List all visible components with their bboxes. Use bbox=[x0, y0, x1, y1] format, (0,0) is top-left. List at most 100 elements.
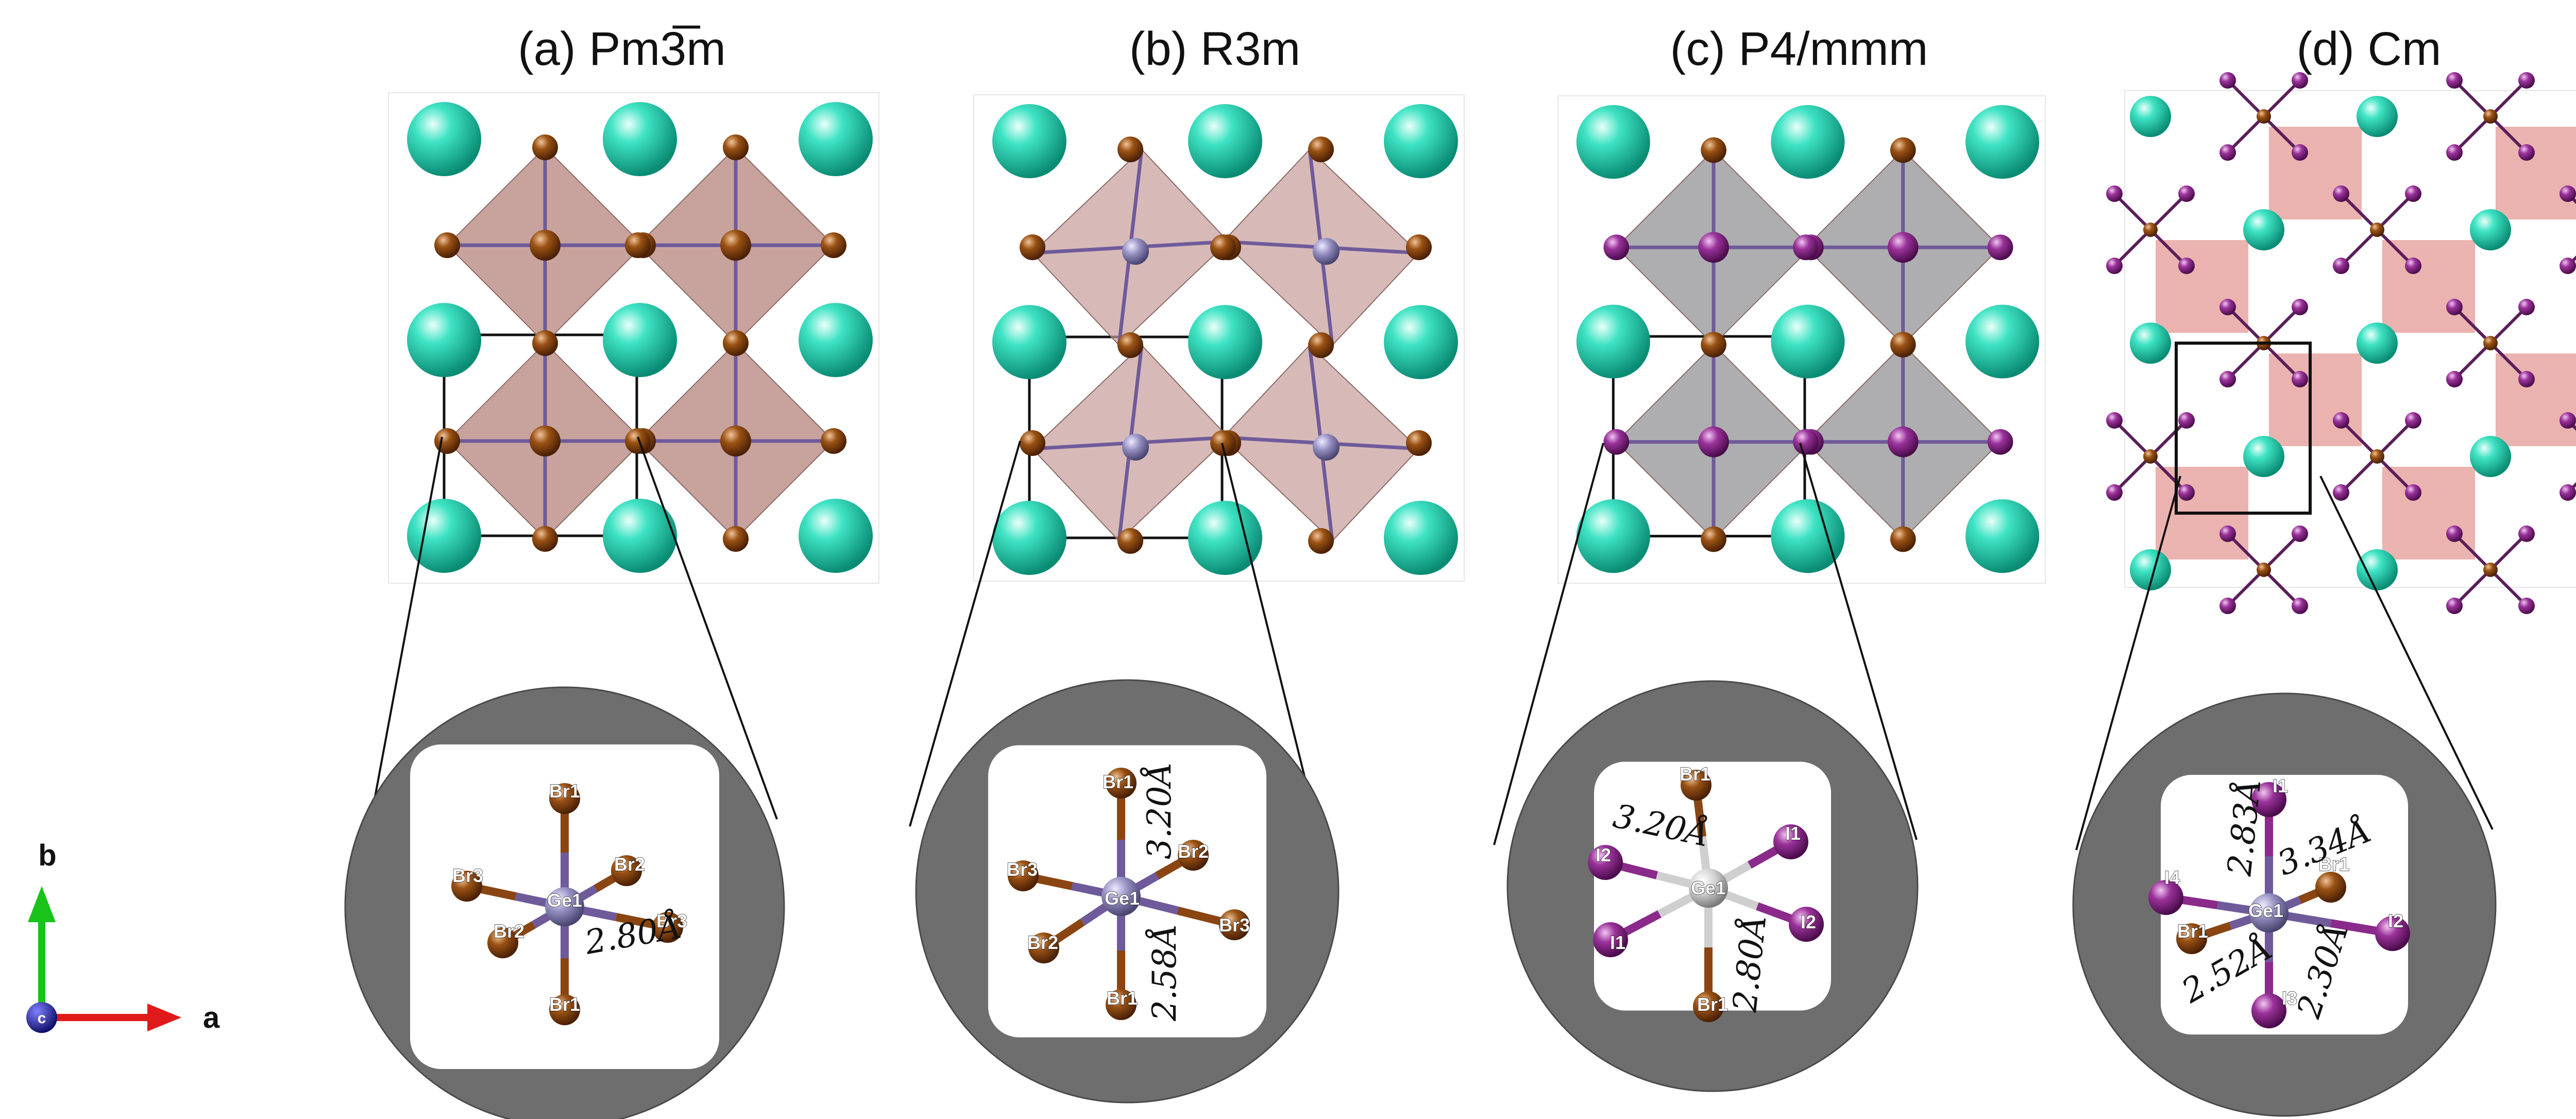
halide-atom bbox=[2333, 412, 2349, 429]
bond-label-b-2: 2.58Å bbox=[1145, 924, 1184, 1022]
halide-atom bbox=[2292, 525, 2308, 542]
center-atom bbox=[1101, 877, 1141, 916]
halide-atom bbox=[2518, 72, 2535, 89]
halide-atom bbox=[625, 428, 651, 454]
axis-a-arrow-shaft bbox=[44, 1014, 152, 1021]
halide-atom bbox=[1117, 528, 1143, 554]
b-site-atom bbox=[2143, 223, 2158, 237]
halide-atom bbox=[1890, 332, 1916, 358]
atom-label-b-br1-top: Br1 bbox=[1103, 771, 1133, 792]
crystal-structure-b bbox=[973, 94, 1465, 582]
a-site-cation bbox=[1188, 501, 1262, 575]
atom-label-d-ge1: Ge1 bbox=[2248, 900, 2283, 921]
ligand-atom bbox=[1008, 860, 1039, 891]
ligand-atom bbox=[1106, 768, 1137, 799]
atom-label-b-ge1: Ge1 bbox=[1105, 888, 1140, 909]
ligand-atom bbox=[549, 994, 580, 1025]
a-site-cation bbox=[603, 303, 677, 377]
b-site-atom bbox=[720, 426, 751, 456]
halide-atom bbox=[2518, 299, 2535, 315]
ligand-atom bbox=[1106, 989, 1137, 1020]
b-site-atom bbox=[2370, 449, 2384, 464]
a-site-cation bbox=[407, 499, 481, 573]
b-site-atom bbox=[1313, 434, 1340, 461]
halide-atom bbox=[2518, 598, 2535, 614]
halide-atom bbox=[2106, 484, 2123, 501]
halide-atom bbox=[2219, 598, 2236, 614]
a-site-cation bbox=[1188, 305, 1262, 379]
b-site-atom bbox=[1887, 232, 1919, 263]
ligand-atom bbox=[1693, 991, 1724, 1022]
panel-title-b: (b) R3m bbox=[1129, 23, 1300, 75]
a-site-cation bbox=[1965, 304, 2040, 379]
atom-label-b-br3-left: Br3 bbox=[1007, 859, 1038, 880]
halide-atom bbox=[2446, 525, 2463, 542]
halide-atom bbox=[625, 232, 651, 258]
zoom-line bbox=[369, 436, 443, 825]
axis-b-label: b bbox=[38, 839, 56, 872]
ligand-atom bbox=[1681, 770, 1711, 801]
zoom-line bbox=[909, 440, 1021, 827]
atom-label-a-br2-left: Br2 bbox=[494, 921, 524, 942]
a-site-cation bbox=[1576, 105, 1650, 179]
atom-label-a-br1-bottom: Br1 bbox=[549, 994, 580, 1015]
atom-label-d-br1-right: Br1 bbox=[2318, 854, 2349, 875]
a-site-cation bbox=[992, 305, 1066, 379]
halide-atom bbox=[2178, 258, 2195, 274]
halide-atom bbox=[532, 526, 558, 552]
halide-atom bbox=[723, 330, 749, 356]
b-site-atom bbox=[1698, 426, 1729, 457]
atom-label-a-br2-right: Br2 bbox=[614, 854, 645, 875]
halide-atom bbox=[821, 232, 846, 258]
halide-atom bbox=[532, 134, 558, 160]
halide-atom bbox=[2219, 299, 2236, 315]
axis-b-arrow-shaft bbox=[38, 903, 45, 1017]
a-site-cation bbox=[799, 499, 873, 573]
crystal-structure-c bbox=[1557, 95, 2046, 584]
halide-atom bbox=[1987, 429, 2013, 455]
halide-atom bbox=[1793, 234, 1819, 260]
halide-atom bbox=[1701, 137, 1726, 163]
halide-atom bbox=[2292, 371, 2308, 387]
atom-label-c-i1-right: I1 bbox=[1785, 823, 1801, 844]
a-site-cation bbox=[799, 102, 873, 176]
halide-atom bbox=[434, 428, 460, 454]
atom-label-c-ge1: Ge1 bbox=[1691, 877, 1726, 898]
halide-atom bbox=[1020, 234, 1045, 260]
halide-atom bbox=[2446, 72, 2463, 89]
ligand-atom bbox=[1593, 922, 1628, 957]
center-atom bbox=[2249, 893, 2289, 932]
ligand-atom bbox=[2176, 923, 2207, 954]
halide-atom bbox=[1603, 234, 1630, 260]
halide-atom bbox=[2446, 371, 2463, 387]
halide-atom bbox=[2178, 412, 2195, 429]
b-site-atom bbox=[2483, 109, 2498, 124]
axis-b-arrow-head bbox=[28, 886, 56, 922]
center-atom bbox=[545, 887, 584, 926]
b-site-atom bbox=[530, 426, 561, 456]
halide-atom bbox=[2560, 412, 2576, 429]
ligand-atom bbox=[1588, 845, 1623, 880]
atom-label-b-br2-left: Br2 bbox=[1027, 932, 1058, 953]
halide-atom bbox=[1890, 137, 1916, 163]
zoom-line bbox=[2075, 476, 2181, 851]
atom-label-a-br3-right: Br3 bbox=[656, 910, 687, 931]
panel-title-c: (c) P4/mmm bbox=[1670, 23, 1928, 75]
a-site-cation bbox=[407, 303, 481, 377]
a-site-cation bbox=[992, 104, 1066, 178]
halide-atom bbox=[1117, 332, 1143, 358]
halide-atom bbox=[1890, 526, 1916, 552]
halide-atom bbox=[2106, 185, 2123, 202]
halide-atom bbox=[1701, 332, 1726, 358]
crystal-structure-a bbox=[388, 92, 879, 584]
ligand-atom bbox=[2375, 916, 2410, 951]
halide-atom bbox=[2405, 258, 2421, 274]
b-site-atom bbox=[530, 230, 561, 261]
halide-atom bbox=[2405, 484, 2421, 501]
atom-label-b-br3-right: Br3 bbox=[1219, 914, 1250, 936]
atom-label-c-br1-bottom: Br1 bbox=[1697, 994, 1728, 1015]
b-site-atom bbox=[2370, 223, 2384, 237]
a-site-cation bbox=[2243, 436, 2284, 477]
ligand-atom bbox=[487, 927, 518, 958]
